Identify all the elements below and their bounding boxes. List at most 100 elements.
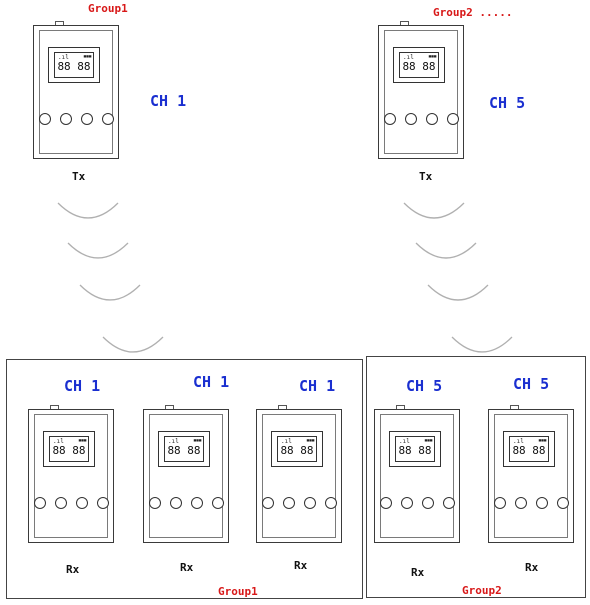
device-button <box>380 497 392 509</box>
lcd-display: .ıl ▪▪▪ 88 88 <box>277 436 317 462</box>
device-inner-frame <box>39 30 113 154</box>
display-frame: .ıl ▪▪▪ 88 88 <box>48 47 100 83</box>
rx4-label: Rx <box>411 566 425 579</box>
rx2-channel-label: CH 1 <box>193 373 230 391</box>
device-inner-frame <box>380 414 454 538</box>
lcd-digits: 88 88 <box>512 444 546 457</box>
wave-arc <box>415 242 477 259</box>
device-button <box>55 497 67 509</box>
transmitter-group2: .ıl ▪▪▪ 88 88 <box>378 21 466 161</box>
battery-dots-icon: ▪▪▪ <box>428 53 437 60</box>
device-inner-frame <box>384 30 458 154</box>
device-button <box>191 497 203 509</box>
device-button <box>81 113 93 125</box>
receiver-group1-1: .ıl ▪▪▪ 88 88 <box>28 405 116 545</box>
wave-arc <box>67 242 129 259</box>
lcd-display: .ıl ▪▪▪ 88 88 <box>164 436 204 462</box>
rx5-label: Rx <box>525 561 539 574</box>
device-body: .ıl ▪▪▪ 88 88 <box>33 25 119 159</box>
display-frame: .ıl ▪▪▪ 88 88 <box>393 47 445 83</box>
battery-dots-icon: ▪▪▪ <box>538 437 547 444</box>
wave-arc <box>102 336 164 353</box>
device-button <box>262 497 274 509</box>
device-body: .ıl ▪▪▪ 88 88 <box>143 409 229 543</box>
device-button <box>60 113 72 125</box>
signal-bars-icon: .ıl <box>53 438 64 445</box>
battery-dots-icon: ▪▪▪ <box>306 437 315 444</box>
signal-bars-icon: .ıl <box>399 438 410 445</box>
antenna-nub <box>396 405 405 409</box>
wave-arc <box>57 202 119 219</box>
lcd-display: .ıl ▪▪▪ 88 88 <box>509 436 549 462</box>
receiver-group1-3: .ıl ▪▪▪ 88 88 <box>256 405 344 545</box>
antenna-nub <box>278 405 287 409</box>
device-button <box>443 497 455 509</box>
rx3-label: Rx <box>294 559 308 572</box>
rx5-channel-label: CH 5 <box>513 375 550 393</box>
display-frame: .ıl ▪▪▪ 88 88 <box>271 431 323 467</box>
device-button <box>557 497 569 509</box>
group1-box <box>6 359 363 599</box>
device-button <box>304 497 316 509</box>
lcd-display: .ıl ▪▪▪ 88 88 <box>395 436 435 462</box>
signal-bars-icon: .ıl <box>513 438 524 445</box>
device-button <box>494 497 506 509</box>
battery-dots-icon: ▪▪▪ <box>193 437 202 444</box>
device-button <box>97 497 109 509</box>
device-inner-frame <box>494 414 568 538</box>
device-button <box>170 497 182 509</box>
device-button <box>34 497 46 509</box>
device-button <box>39 113 51 125</box>
group1-bottom-label: Group1 <box>215 585 261 598</box>
device-button <box>405 113 417 125</box>
button-row <box>39 113 115 125</box>
device-body: .ıl ▪▪▪ 88 88 <box>374 409 460 543</box>
signal-bars-icon: .ıl <box>168 438 179 445</box>
device-button <box>283 497 295 509</box>
tx2-channel-label: CH 5 <box>489 94 526 112</box>
button-row <box>149 497 225 509</box>
battery-dots-icon: ▪▪▪ <box>424 437 433 444</box>
antenna-nub <box>50 405 59 409</box>
lcd-digits: 88 88 <box>57 60 91 73</box>
button-row <box>262 497 338 509</box>
lcd-display: .ıl ▪▪▪ 88 88 <box>54 52 94 78</box>
rx3-channel-label: CH 1 <box>299 377 336 395</box>
lcd-digits: 88 88 <box>398 444 432 457</box>
device-inner-frame <box>262 414 336 538</box>
transmitter-group1: .ıl ▪▪▪ 88 88 <box>33 21 121 161</box>
device-button <box>384 113 396 125</box>
device-button <box>515 497 527 509</box>
tx2-label: Tx <box>419 170 433 183</box>
group2-top-label: Group2 ..... <box>433 6 513 19</box>
lcd-digits: 88 88 <box>280 444 314 457</box>
wave-arc <box>403 202 465 219</box>
lcd-display: .ıl ▪▪▪ 88 88 <box>399 52 439 78</box>
display-frame: .ıl ▪▪▪ 88 88 <box>43 431 95 467</box>
device-button <box>149 497 161 509</box>
rx1-channel-label: CH 1 <box>64 377 101 395</box>
antenna-nub <box>400 21 409 25</box>
wave-arc <box>79 284 141 301</box>
device-body: .ıl ▪▪▪ 88 88 <box>378 25 464 159</box>
device-button <box>401 497 413 509</box>
group2-bottom-label: Group2 <box>459 584 505 597</box>
device-button <box>212 497 224 509</box>
signal-bars-icon: .ıl <box>281 438 292 445</box>
device-body: .ıl ▪▪▪ 88 88 <box>28 409 114 543</box>
device-button <box>422 497 434 509</box>
antenna-nub <box>55 21 64 25</box>
device-button <box>325 497 337 509</box>
rx2-label: Rx <box>180 561 194 574</box>
rx1-label: Rx <box>66 563 80 576</box>
signal-bars-icon: .ıl <box>58 54 69 61</box>
button-row <box>380 497 456 509</box>
device-button <box>447 113 459 125</box>
device-inner-frame <box>34 414 108 538</box>
antenna-nub <box>165 405 174 409</box>
display-frame: .ıl ▪▪▪ 88 88 <box>389 431 441 467</box>
device-button <box>536 497 548 509</box>
rx4-channel-label: CH 5 <box>406 377 443 395</box>
